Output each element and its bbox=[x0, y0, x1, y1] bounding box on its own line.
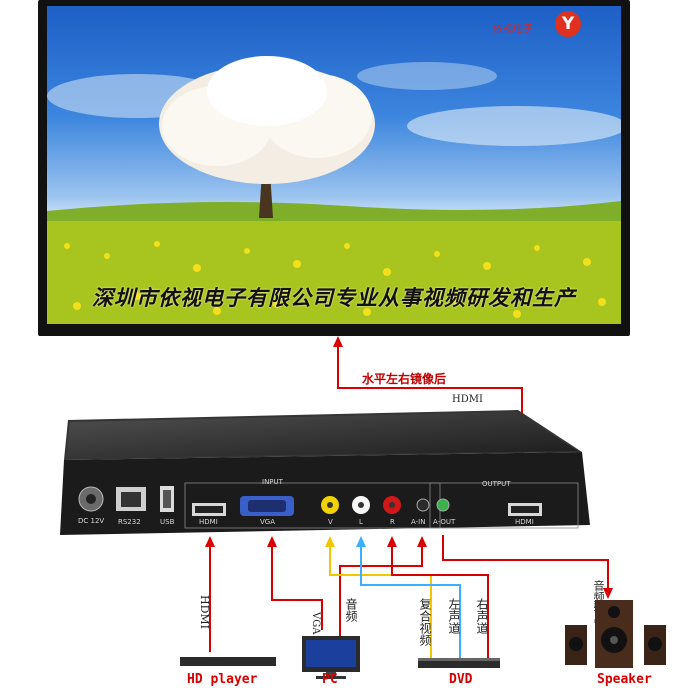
mirror-label: 水平左右镜像后 bbox=[362, 372, 447, 386]
port-r-label: R bbox=[390, 518, 395, 526]
display-screen: 依视电子 Y 深圳市依视电子有限公司专业从事视频研发和生产 bbox=[47, 6, 621, 324]
cable-label-pc-audio: 音频 bbox=[344, 598, 358, 622]
cable-label-left: 左声道 bbox=[447, 598, 461, 634]
cable-label-vga: VGA bbox=[310, 612, 321, 635]
brand-text: 依视电子 bbox=[493, 24, 533, 35]
brand-logo-icon: Y bbox=[555, 11, 581, 37]
port-v-label: V bbox=[328, 518, 333, 526]
port-rs232-label: RS232 bbox=[118, 518, 141, 526]
port-hdmi-in-label: HDMI bbox=[199, 518, 218, 526]
port-l-label: L bbox=[359, 518, 363, 526]
cable-label-right: 右声道 bbox=[475, 598, 489, 634]
port-dc-label: DC 12V bbox=[78, 517, 105, 525]
dvd-icon bbox=[418, 658, 500, 668]
output-group-label: OUTPUT bbox=[482, 480, 511, 488]
port-vga-label: VGA bbox=[260, 518, 276, 526]
device-label-pc: PC bbox=[322, 672, 338, 687]
pc-icon bbox=[302, 636, 360, 679]
device-label-hd-player: HD player bbox=[187, 672, 258, 687]
speaker-icon bbox=[565, 600, 666, 668]
device-label-speaker: Speaker bbox=[597, 672, 652, 687]
cable-label-hdmi: HDMI bbox=[198, 595, 211, 630]
cable-label-composite: 复合视频 bbox=[418, 598, 432, 646]
port-a-in-label: A-IN bbox=[411, 518, 426, 526]
device-label-dvd: DVD bbox=[449, 672, 473, 687]
screen-caption: 深圳市依视电子有限公司专业从事视频研发和生产 bbox=[92, 285, 576, 310]
port-usb-label: USB bbox=[160, 518, 175, 526]
hd-player-icon bbox=[180, 657, 276, 666]
port-hdmi-out-label: HDMI bbox=[515, 518, 534, 526]
hdmi-output-label: HDMI bbox=[452, 394, 483, 405]
port-a-out-label: A-OUT bbox=[433, 518, 456, 526]
landscape-image bbox=[47, 56, 621, 324]
input-group-label: INPUT bbox=[262, 478, 283, 486]
